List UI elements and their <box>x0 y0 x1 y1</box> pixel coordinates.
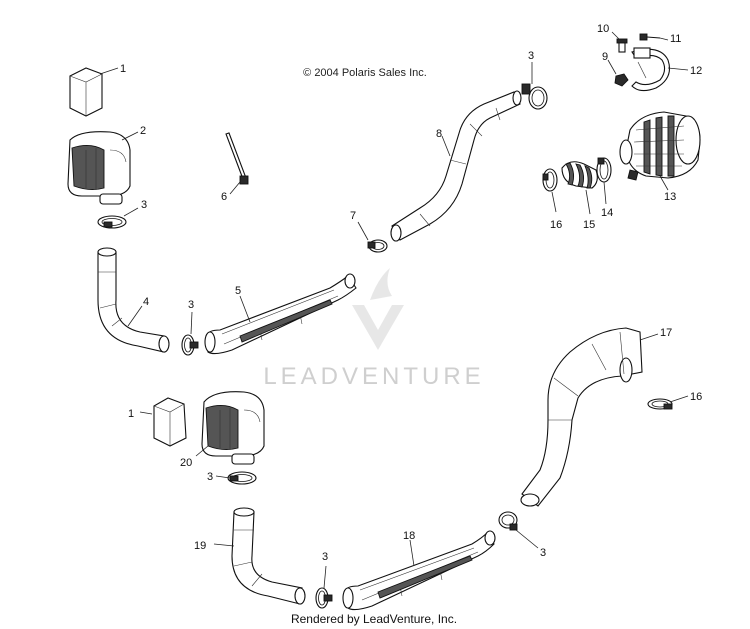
part-2-air-box <box>67 131 131 205</box>
part-8-s-hose <box>390 90 522 242</box>
part-16-clamp-bottom <box>647 398 673 410</box>
callout-3-a: 3 <box>141 199 147 211</box>
callout-3-f: 3 <box>540 547 546 559</box>
part-12-bracket-strap <box>631 47 671 92</box>
part-19-bent-hose <box>231 507 306 605</box>
leadventure-watermark-logo <box>352 268 404 350</box>
callout-3-b: 3 <box>188 299 194 311</box>
callout-20: 20 <box>180 457 192 469</box>
part-3-clamp-a <box>97 215 127 229</box>
callout-2: 2 <box>140 125 146 137</box>
part-3-clamp-d <box>227 471 257 485</box>
part-5-intake-duct <box>204 273 357 355</box>
part-17-curved-hose <box>520 327 643 507</box>
rendered-by-text: Rendered by LeadVenture, Inc. <box>291 612 457 626</box>
part-1-block-bottom <box>153 397 187 447</box>
part-7-clamp <box>367 239 388 253</box>
callout-9: 9 <box>602 51 608 63</box>
callout-11: 11 <box>670 33 681 45</box>
callout-16-a: 16 <box>550 219 562 231</box>
callout-12: 12 <box>690 65 702 77</box>
part-20-air-box <box>201 391 265 465</box>
callout-3-d: 3 <box>207 471 213 483</box>
callout-17: 17 <box>660 327 672 339</box>
part-3-clamp-b <box>181 334 199 356</box>
callout-18: 18 <box>403 530 415 542</box>
copyright-text: © 2004 Polaris Sales Inc. <box>303 67 427 79</box>
callout-5: 5 <box>235 285 241 297</box>
callout-16-b: 16 <box>690 391 702 403</box>
part-3-clamp-f <box>498 511 518 531</box>
part-13-air-filter <box>619 111 701 181</box>
callout-1-bottom: 1 <box>128 408 134 420</box>
part-18-intake-duct <box>342 530 496 611</box>
watermark-text: LEADVENTURE <box>263 363 484 390</box>
part-1-block-top <box>69 67 103 117</box>
callout-1-top: 1 <box>120 63 126 75</box>
callout-19: 19 <box>194 540 206 552</box>
part-15-bellows-coupler <box>561 161 598 189</box>
part-4-bent-hose <box>97 247 170 353</box>
callout-4: 4 <box>143 296 149 308</box>
part-6-cable-tie <box>225 132 249 185</box>
part-11-screw <box>639 33 661 41</box>
callout-6: 6 <box>221 191 227 203</box>
part-3-clamp-c <box>521 83 548 110</box>
callout-15: 15 <box>583 219 595 231</box>
part-9-nut <box>614 73 629 87</box>
callout-3-e: 3 <box>322 551 328 563</box>
callout-13: 13 <box>664 191 676 203</box>
callout-7: 7 <box>350 210 356 222</box>
callout-14: 14 <box>601 207 613 219</box>
part-16-clamp-top <box>542 168 558 192</box>
part-3-clamp-e <box>315 587 333 609</box>
callout-8: 8 <box>436 128 442 140</box>
part-10-bolt <box>616 38 628 53</box>
callout-3-c: 3 <box>528 50 534 62</box>
callout-10: 10 <box>597 23 609 35</box>
part-14-clamp <box>596 157 612 183</box>
